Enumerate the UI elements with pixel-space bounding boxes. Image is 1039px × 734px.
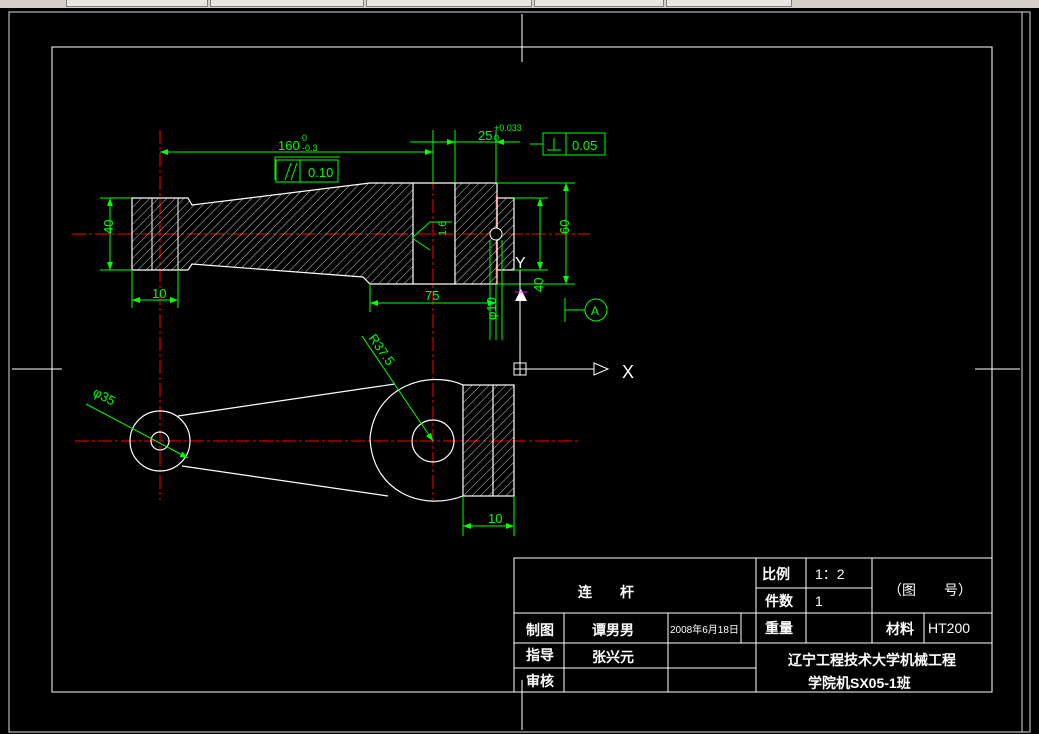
dim-25-tol-upper: +0.033 [494,123,522,133]
dim-25-tol-lower: 0 [494,133,499,143]
dim-phi35: φ35 [91,384,118,408]
qty-value: 1 [815,593,823,609]
dim-phi10: φ10 [484,297,499,320]
dim-r37: R37.5 [366,331,398,368]
datum-circle [584,298,608,322]
dim-25: 25 [478,128,492,143]
scale-label: 比例 [762,566,790,582]
material-label: 材料 [886,621,914,637]
material-value: HT200 [928,620,970,636]
scrollbar[interactable] [1021,11,1031,733]
review-label: 审核 [526,673,554,689]
datum-label: A [591,304,599,318]
scale-value: 1：2 [815,566,845,582]
toolbar-tab[interactable] [366,0,532,7]
perp-tol: 0.05 [572,138,597,153]
toolbar-tab[interactable] [666,0,792,7]
school-line2: 学院机SX05-1班 [808,675,911,691]
parallel-tol: 0.10 [308,165,333,180]
front-view [131,182,515,285]
guide-name: 张兴元 [592,649,634,665]
qty-label: 件数 [765,593,794,609]
drawing-no: （图 号） [888,582,972,598]
part-name: 连 杆 [578,584,634,600]
toolbar-strip [0,0,1039,8]
axis-y-label: Y [515,255,526,272]
ucs-icon [513,270,610,376]
title-block-texts: 连 杆 比例 1：2 件数 1 （图 号） 制图 谭男男 2008年6月18日 … [526,566,972,691]
dim-160: 160 [278,138,300,153]
drawn-date: 2008年6月18日 [670,623,739,636]
drawn-by: 谭男男 [592,622,634,638]
weight-label: 重量 [765,620,793,636]
sheet-center-marks [12,14,1020,730]
top-view [129,378,515,502]
dim-10-top: 10 [488,511,502,526]
toolbar-tab[interactable] [66,0,208,7]
datum-triangle [515,289,527,301]
axis-x-label: X [622,362,634,382]
dim-40: 40 [101,220,116,234]
dim-75: 75 [425,288,439,303]
roughness: 1.6 [437,221,449,236]
dimension-lines [85,130,585,536]
dim-40b: 40 [531,278,546,292]
drawn-label: 制图 [526,622,554,638]
dim-160-tol-upper: 0 [302,133,307,143]
toolbar-tab[interactable] [534,0,664,7]
dim-10-front: 10 [152,286,166,301]
title-block [513,557,993,693]
guide-label: 指导 [526,647,554,663]
perpendicular-frame [530,132,606,156]
parallel-frame [275,159,339,183]
dim-60: 60 [557,220,572,234]
school-line1: 辽宁工程技术大学机械工程 [788,652,956,668]
dim-160-tol-lower: -0.3 [302,143,318,153]
toolbar-tab[interactable] [210,0,364,7]
